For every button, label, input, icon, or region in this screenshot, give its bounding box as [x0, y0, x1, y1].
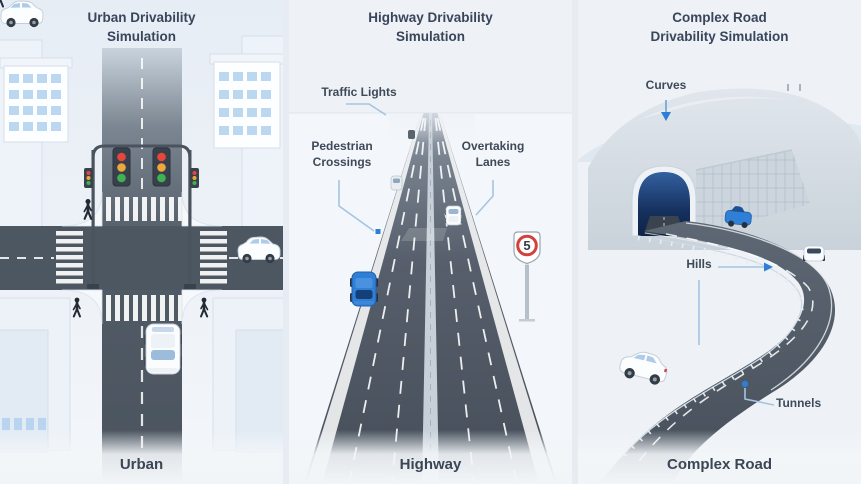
tunnels-callout-line	[744, 388, 775, 406]
crosswalk-left	[56, 231, 83, 284]
traffic-light-icon	[84, 144, 199, 289]
guardrail	[618, 235, 804, 462]
crosswalk-right	[200, 231, 227, 284]
urban-illustration	[0, 0, 283, 484]
pedestrian-signal	[84, 168, 199, 188]
panel-complex-road: Complex Road Drivability Simulation Curv…	[578, 0, 861, 484]
pedestrian-icon	[0, 0, 4, 8]
caption-band	[289, 430, 572, 484]
panel-title-highway: Highway Drivability Simulation	[368, 10, 493, 44]
building-windows	[2, 418, 46, 430]
pedestrian-crossings-label: Pedestrian Crossings	[311, 139, 373, 169]
car-icon	[445, 205, 462, 226]
callout-lines	[661, 100, 775, 406]
traffic-signal-head	[152, 147, 171, 187]
panel-urban: Urban Drivability Simulation Urban	[0, 0, 283, 484]
pedestrian-crossings-callout-line	[338, 180, 375, 232]
traffic-lights-callout-line	[346, 103, 387, 116]
hilltop-markers	[787, 84, 801, 91]
panel-caption-urban: Urban	[119, 456, 164, 473]
speed-limit-sign: 5	[513, 231, 541, 322]
pedestrian-crossing-area	[401, 228, 447, 241]
panel-title-urban: Urban Drivability Simulation	[87, 10, 196, 44]
caption-band	[0, 430, 283, 484]
car-icon	[619, 351, 668, 385]
car-icon	[390, 175, 403, 191]
car-icon	[803, 245, 825, 262]
panel-highway: 5 Highway Drivability Simulation Traffic…	[289, 0, 572, 484]
pedestrian-crossing-marker	[375, 229, 381, 234]
complex-road-illustration	[578, 0, 861, 484]
curves-label: Curves	[645, 78, 687, 92]
crosswalk-top	[106, 197, 183, 221]
overtaking-lanes-callout-line	[475, 180, 494, 216]
car-icon	[408, 130, 415, 139]
car-icon	[350, 271, 378, 307]
tunnels-marker	[741, 380, 749, 388]
panel-caption-highway: Highway	[399, 456, 462, 473]
speed-limit-value: 5	[523, 238, 530, 253]
road-markings	[0, 58, 283, 476]
car-icon	[144, 323, 182, 375]
lane-markings	[348, 117, 518, 484]
car-icon	[0, 0, 44, 28]
panel-title-complex-road: Complex Road Drivability Simulation	[650, 10, 789, 44]
tunnel-icon	[631, 165, 697, 237]
median-barrier	[422, 113, 439, 484]
hills-arrow-icon	[764, 262, 773, 272]
crosswalk-bottom	[106, 295, 183, 321]
building-windows	[9, 74, 61, 131]
building-windows	[219, 72, 271, 135]
caption-band	[578, 430, 861, 484]
curves-arrow-icon	[661, 112, 671, 121]
traffic-lights-label: Traffic Lights	[321, 85, 397, 99]
overtaking-lanes-label: Overtaking Lanes	[461, 139, 525, 169]
callout-lines	[338, 103, 494, 232]
hills-label: Hills	[686, 257, 712, 271]
highway-illustration: 5	[289, 0, 572, 484]
panel-caption-complex-road: Complex Road	[666, 456, 772, 473]
tunnels-label: Tunnels	[776, 396, 822, 410]
car-icon	[724, 206, 752, 229]
road-markings	[635, 222, 833, 466]
traffic-signal-head	[112, 147, 131, 187]
